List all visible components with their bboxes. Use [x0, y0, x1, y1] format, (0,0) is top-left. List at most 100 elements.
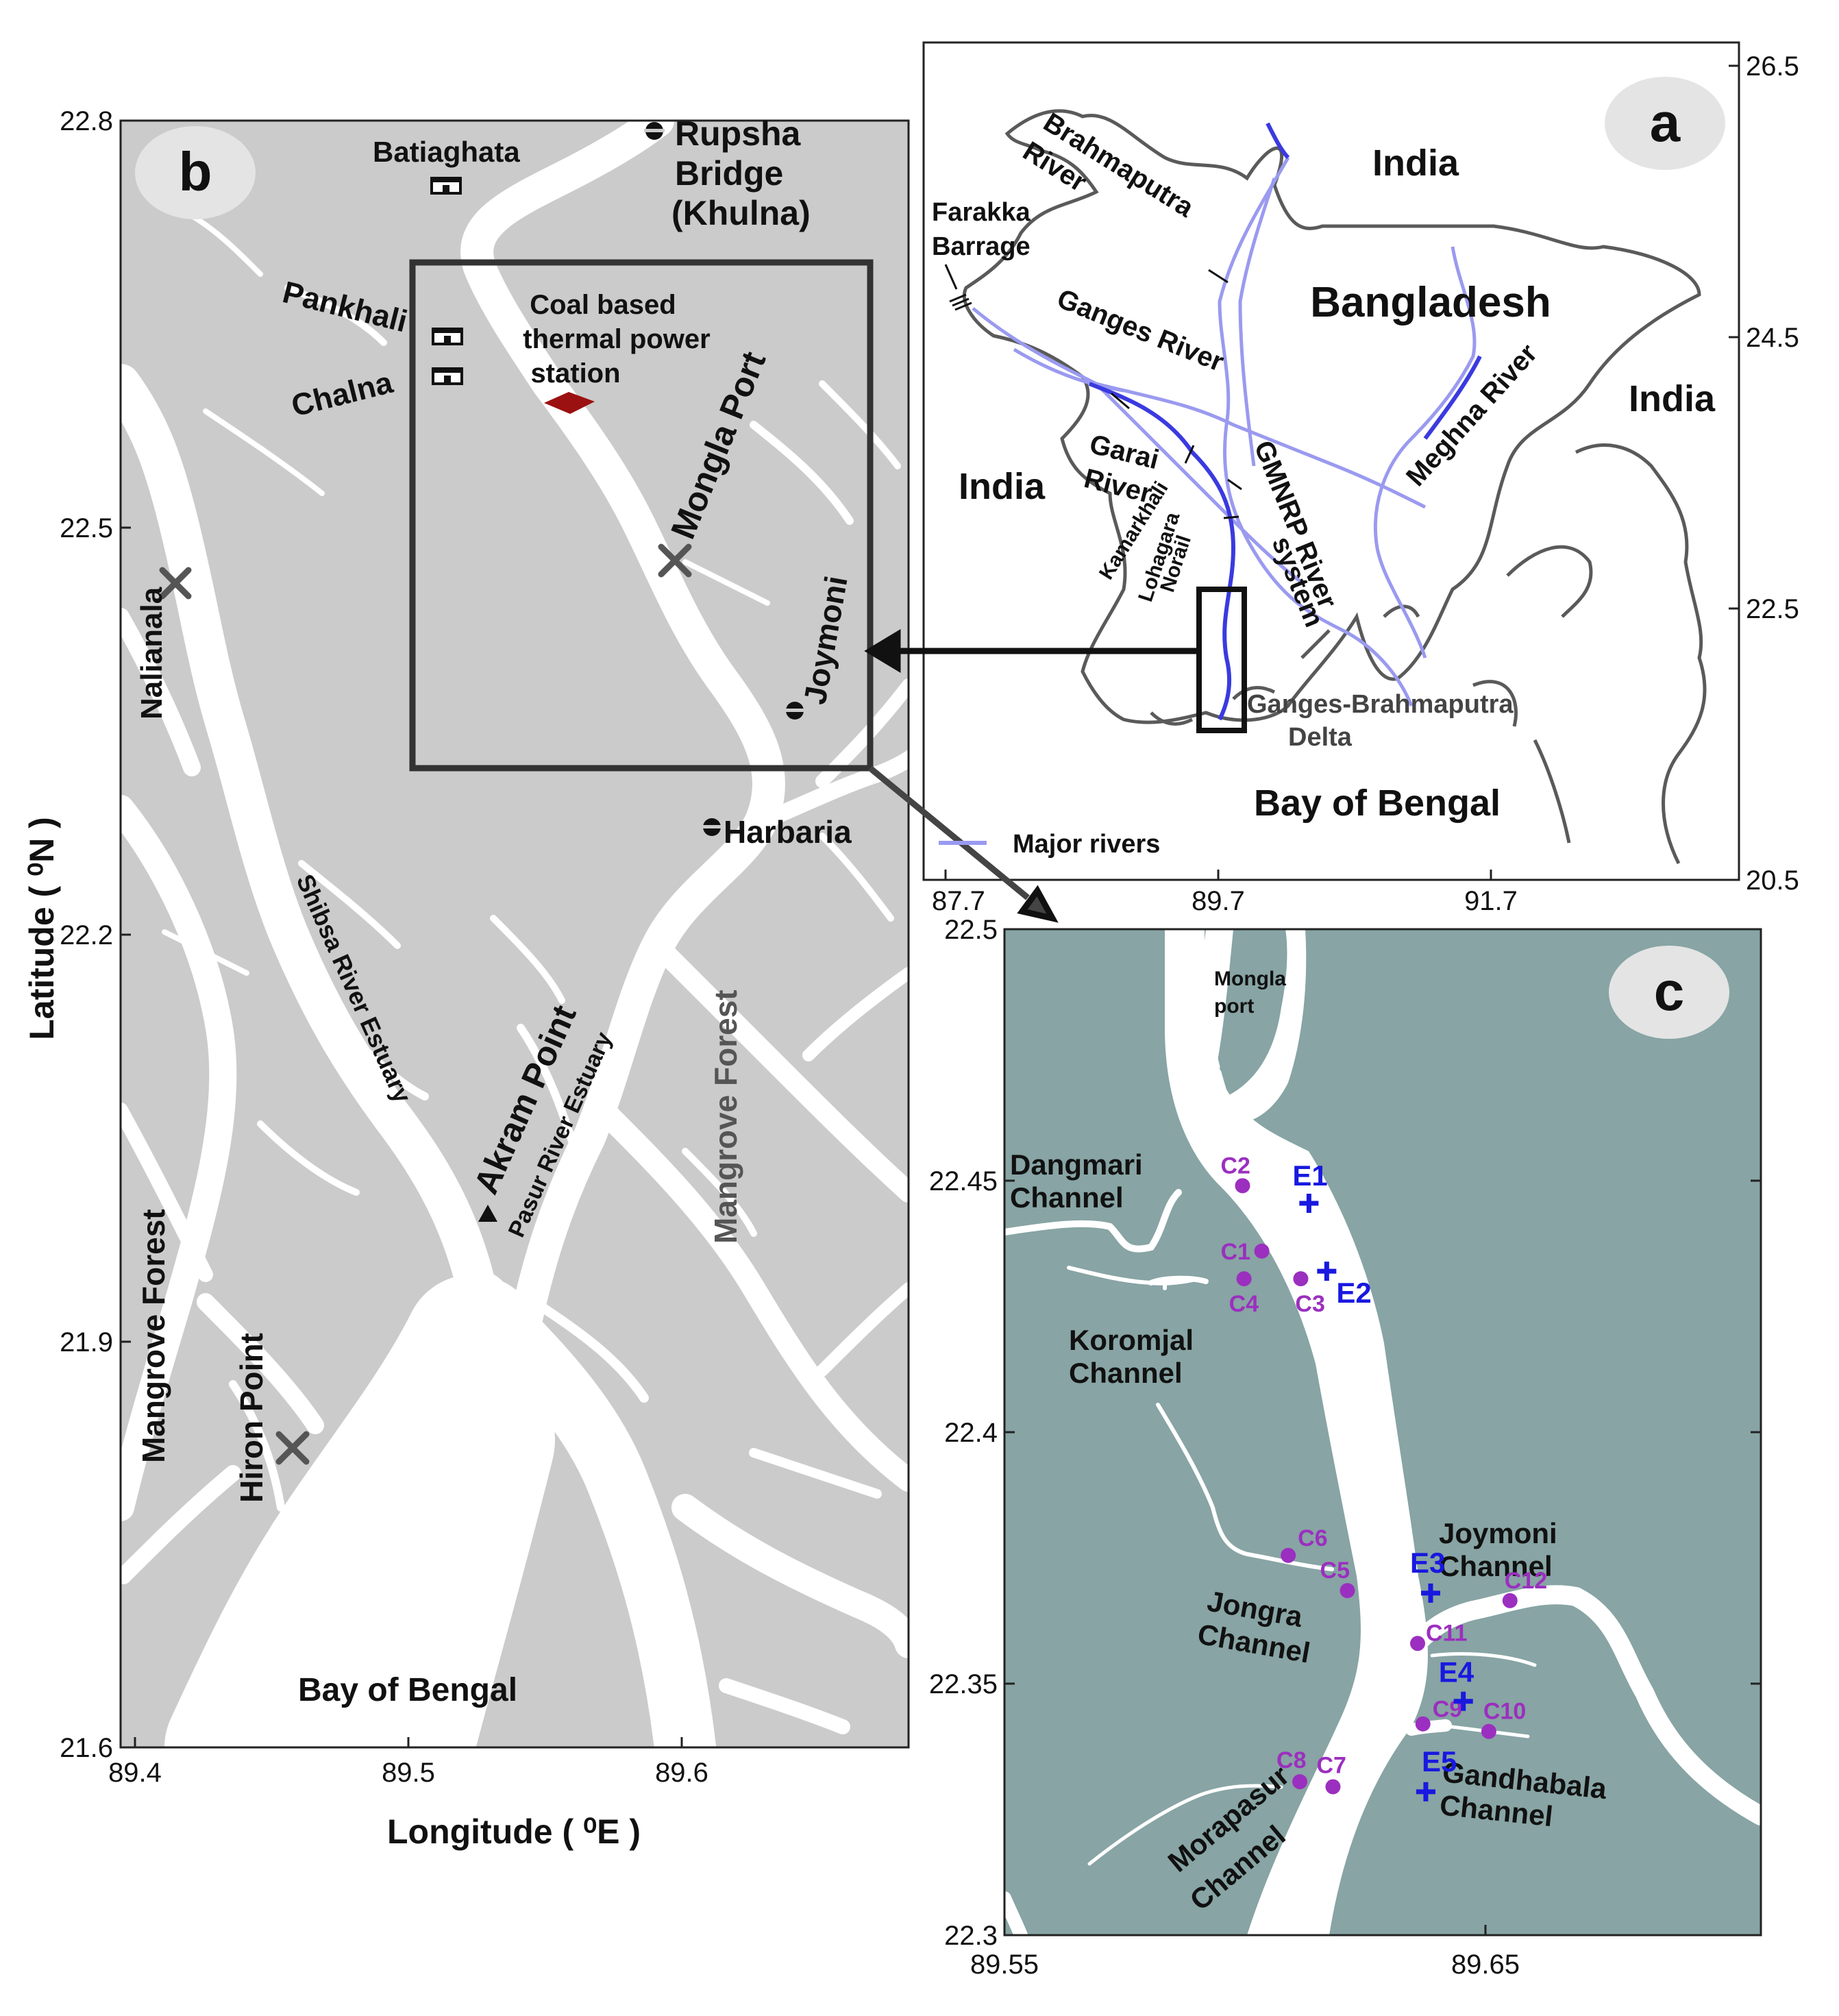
- panel-c-ytick-22-45: 22.45: [929, 1166, 998, 1196]
- panel-b-cross-markers: [159, 543, 692, 1465]
- station-c8-marker-icon: [1292, 1774, 1308, 1790]
- estuary-e5-cross-icon: [1416, 1782, 1435, 1802]
- panel-a-tag-badge: [1605, 77, 1725, 170]
- harbaria-label: Harbaria: [724, 814, 852, 850]
- joymoni-marker-icon: [785, 702, 805, 720]
- delta-label-1: Ganges-Brahmaputra: [1247, 690, 1514, 719]
- panel-b-xtick-89-4: 89.4: [108, 1758, 162, 1788]
- panel-a-xtick-87-7: 87.7: [932, 886, 985, 916]
- panel-b-ytick-22-8: 22.8: [60, 106, 113, 136]
- gmnrp-river-system: [1088, 122, 1482, 721]
- rupsha-bridge-marker-icon: [644, 122, 665, 140]
- panel-a-tag: a: [1650, 92, 1681, 153]
- station-c7-marker-icon: [1325, 1779, 1341, 1795]
- station-c1-label: C1: [1221, 1239, 1250, 1265]
- chalna-house-icon: [432, 367, 463, 385]
- panel-b-xtick-89-6: 89.6: [655, 1758, 708, 1788]
- station-c11-label: C11: [1426, 1620, 1468, 1646]
- panel-c-water: [1165, 929, 1428, 1935]
- station-c7-label: C7: [1316, 1752, 1346, 1778]
- india-tripura-outline: [1506, 545, 1593, 618]
- mangrove-forest-west-label: Mangrove Forest: [136, 1209, 171, 1463]
- station-c2-marker-icon: [1235, 1178, 1250, 1194]
- coal-label-2: thermal power: [523, 324, 710, 354]
- panel-c-ytick-22-5: 22.5: [944, 915, 998, 945]
- station-c5-marker-icon: [1340, 1583, 1355, 1599]
- estuary-e3-cross-icon: [1420, 1583, 1440, 1603]
- estuary-e4-cross-icon: [1453, 1691, 1473, 1711]
- bangladesh-outline: [962, 109, 1701, 724]
- nalianala-label: Nalianala: [135, 587, 169, 720]
- study-area-box: [1196, 587, 1247, 733]
- arrow-to-panel-c: [868, 765, 1030, 900]
- pankhali-house-icon: [432, 328, 463, 345]
- station-c6-label: C6: [1298, 1525, 1327, 1551]
- panel-a-bay-of-bengal-label: Bay of Bengal: [1254, 783, 1501, 824]
- coal-label-1: Coal based: [530, 290, 676, 320]
- farakka-barrage-icon: [949, 293, 972, 311]
- station-c11-marker-icon: [1410, 1636, 1426, 1651]
- estuary-e1-label: E1: [1292, 1159, 1327, 1192]
- hiron-point-cross-icon: [275, 1431, 310, 1465]
- panel-a-ytick-20-5: 20.5: [1746, 865, 1799, 896]
- station-c10-label: C10: [1483, 1699, 1526, 1725]
- delta-label-2: Delta: [1288, 723, 1353, 752]
- mongla-port-cross-icon: [658, 543, 692, 578]
- station-c2-label: C2: [1220, 1153, 1250, 1179]
- panel-b-ytick-21-6: 21.6: [60, 1733, 113, 1763]
- panel-c-ytick-22-4: 22.4: [944, 1418, 998, 1448]
- station-c5-label: C5: [1320, 1558, 1350, 1584]
- panel-c-ytick-22-35: 22.35: [929, 1669, 998, 1699]
- panel-a-ytick-24-5: 24.5: [1746, 323, 1799, 353]
- station-c4-label: C4: [1229, 1291, 1259, 1317]
- rupsha-label-1: Rupsha: [675, 114, 802, 153]
- koromjal-label-1: Koromjal: [1069, 1324, 1194, 1356]
- estuary-e5-label: E5: [1422, 1745, 1457, 1778]
- panel-b-markers: [430, 122, 805, 1222]
- panel-b-ytick-21-9: 21.9: [60, 1327, 113, 1357]
- mongla-port-c-label-2: port: [1214, 995, 1254, 1018]
- india-west-label: India: [959, 466, 1046, 507]
- station-c9-marker-icon: [1415, 1716, 1431, 1732]
- harbaria-marker-icon: [702, 818, 722, 836]
- hiron-point-label: Hiron Point: [234, 1333, 269, 1503]
- panel-b-ytick-22-2: 22.2: [60, 920, 113, 950]
- panel-a-ticks: [944, 64, 1739, 881]
- india-east-label: India: [1629, 378, 1716, 419]
- panel-b-xtick-89-5: 89.5: [382, 1758, 435, 1788]
- panel-c-tag-badge: [1609, 946, 1729, 1039]
- panel-a-frame: [922, 41, 1740, 881]
- panel-c-ytick-22-3: 22.3: [944, 1921, 998, 1951]
- akram-point-triangle-icon: [478, 1205, 497, 1222]
- estuary-e2-label: E2: [1336, 1277, 1371, 1309]
- panel-b-y-axis-label: Latitude ( ⁰N ): [23, 817, 61, 1040]
- nalianala-cross-icon: [159, 567, 192, 600]
- station-c12-marker-icon: [1502, 1593, 1518, 1608]
- india-ne-outline: [1575, 443, 1707, 865]
- panel-b-ytick-22-5: 22.5: [60, 513, 113, 543]
- station-c8-label: C8: [1276, 1747, 1306, 1773]
- station-c4-marker-icon: [1236, 1271, 1252, 1287]
- rupsha-label-2: Bridge: [675, 154, 783, 193]
- panel-c-ticks: [1003, 928, 1761, 1937]
- legend-major-rivers-label: Major rivers: [1013, 830, 1160, 859]
- panel-b-tag: b: [179, 141, 212, 202]
- station-c10-marker-icon: [1481, 1723, 1496, 1739]
- station-c1-marker-icon: [1254, 1243, 1270, 1259]
- mongla-port-c-label-1: Mongla: [1214, 968, 1286, 990]
- arrow-head-c-icon: [1017, 885, 1059, 923]
- panel-b-ticks: [121, 119, 683, 1749]
- dangmari-label-1: Dangmari: [1010, 1148, 1143, 1181]
- panel-c-xtick-89-65: 89.65: [1451, 1950, 1520, 1980]
- panel-a-pointer-arrows: [944, 264, 1242, 519]
- connector-arrows: [864, 629, 1199, 923]
- bangladesh-label: Bangladesh: [1310, 279, 1551, 326]
- panel-c-extent-box: [409, 259, 874, 772]
- farakka-label-2: Barrage: [932, 232, 1030, 261]
- estuary-e1-cross-icon: [1299, 1194, 1319, 1214]
- joymoni-channel-label-1: Joymoni: [1439, 1517, 1557, 1549]
- batiaghata-house-icon: [430, 177, 462, 195]
